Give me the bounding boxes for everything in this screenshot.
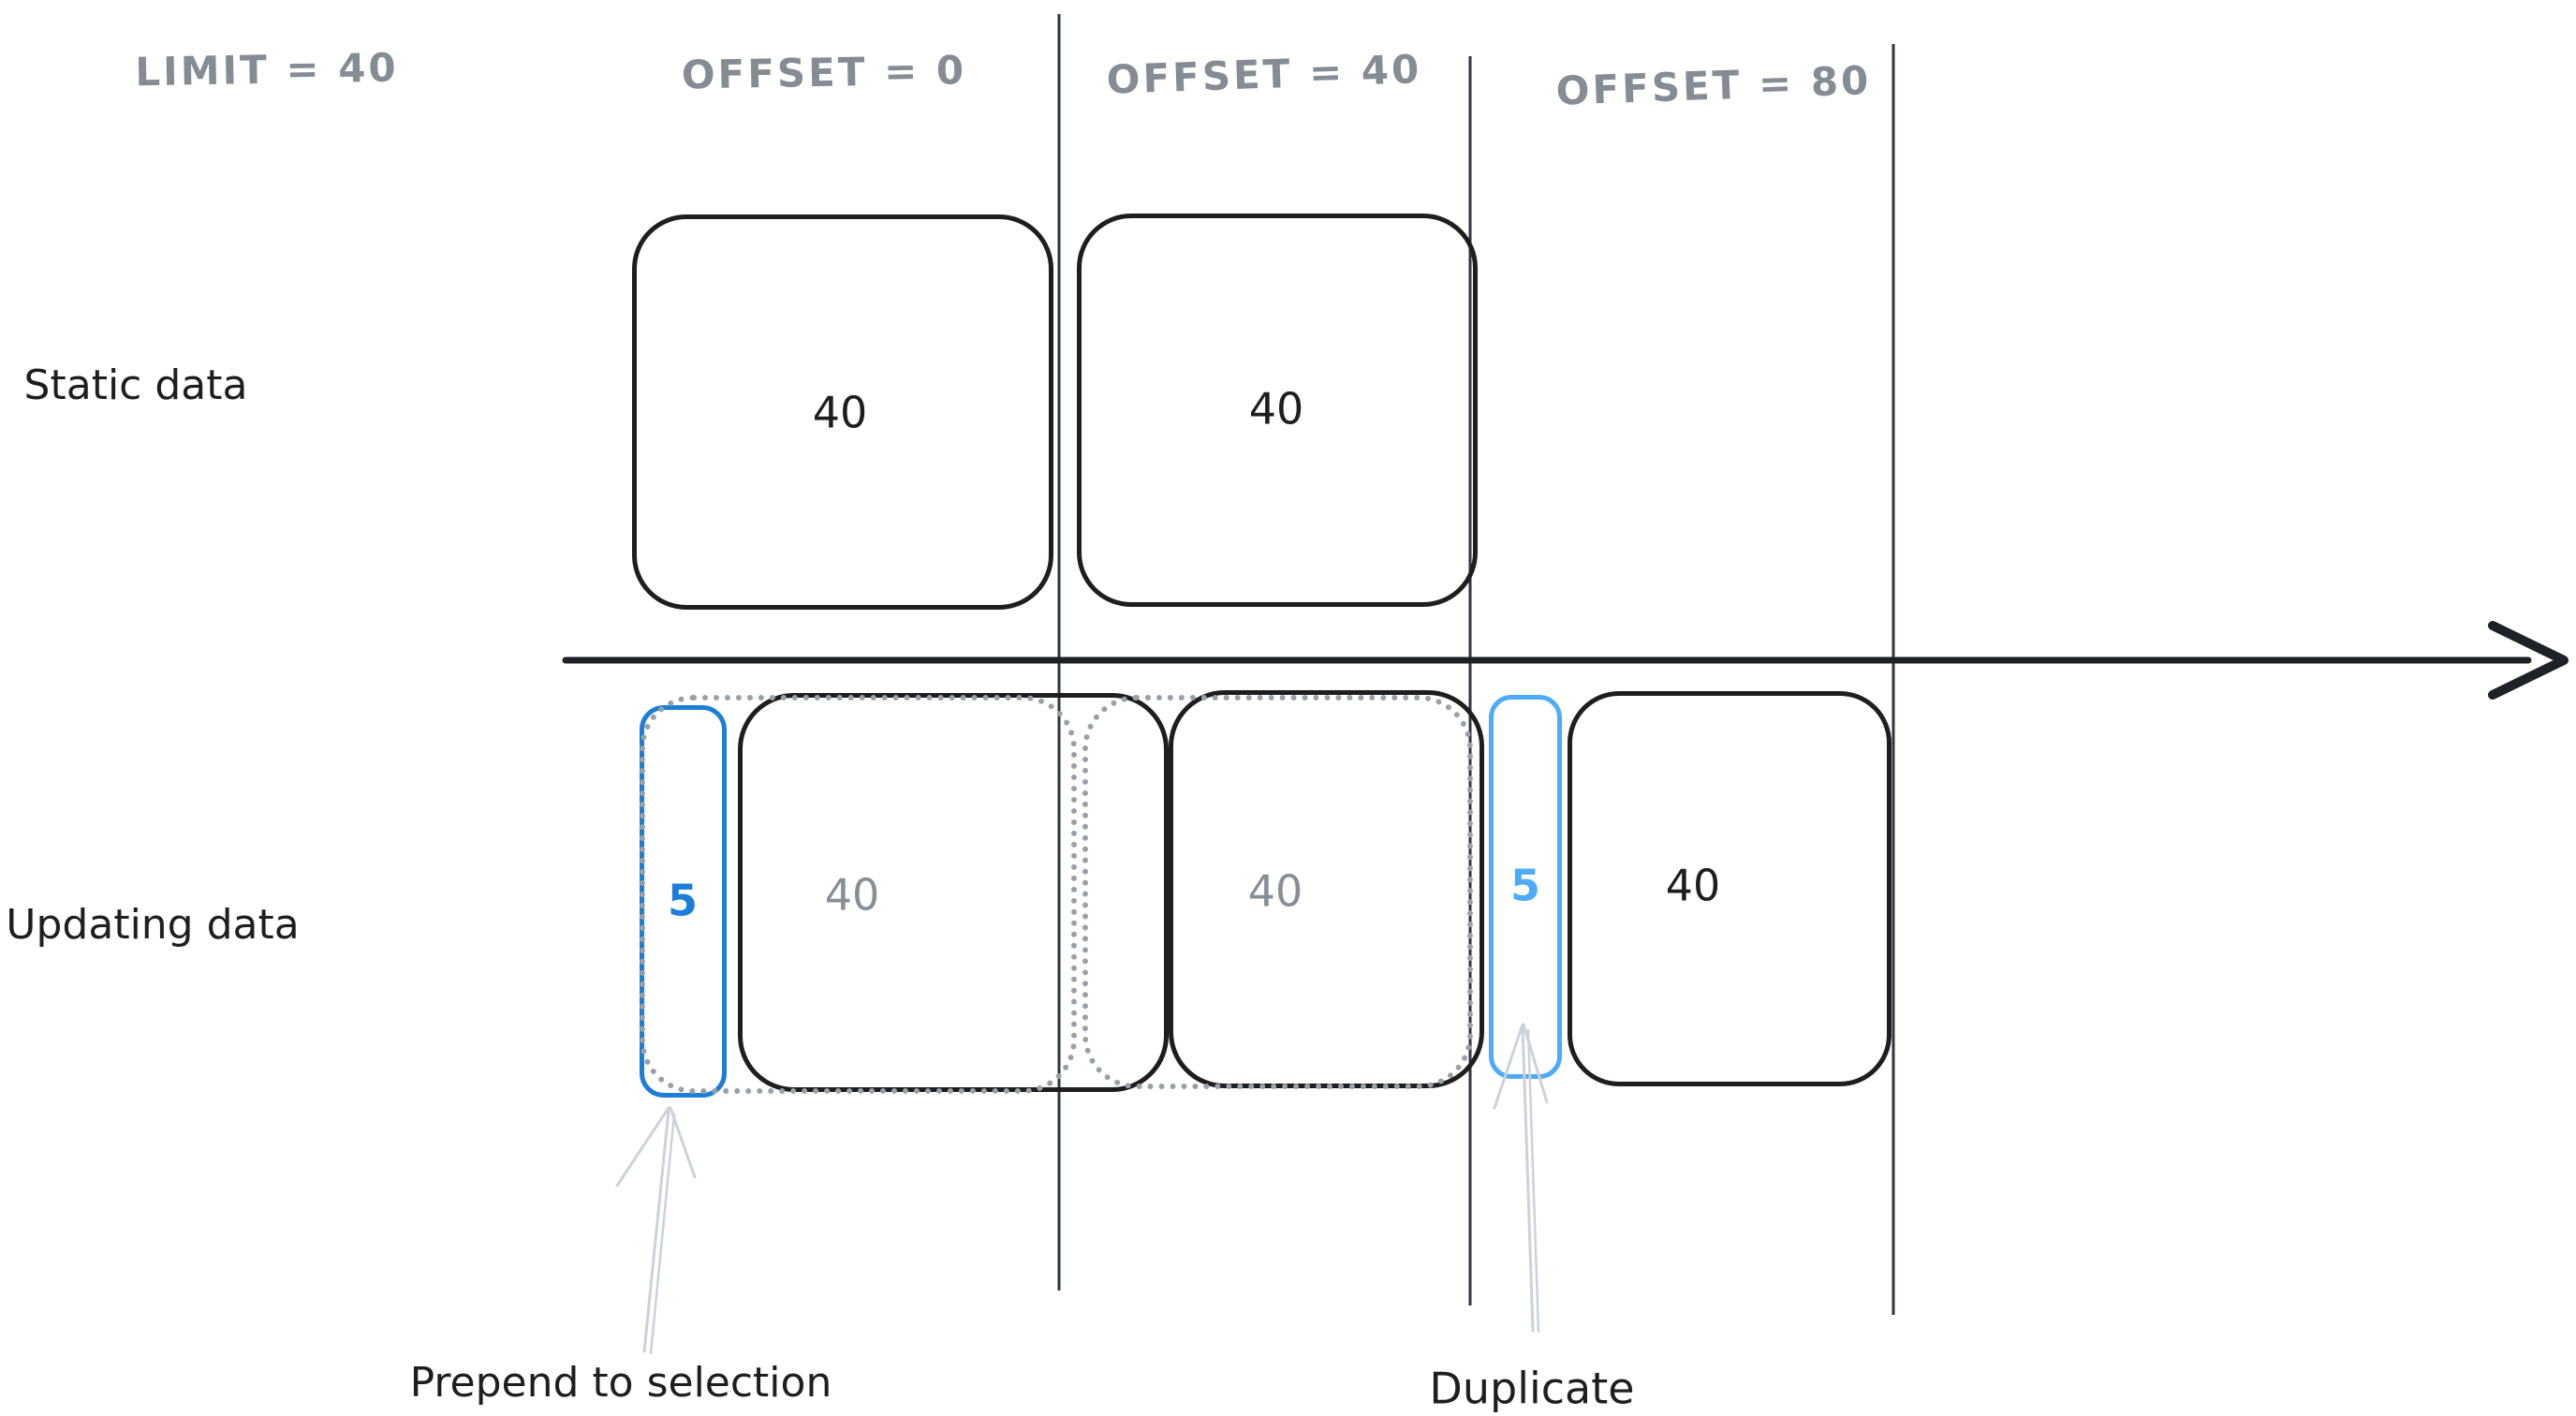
updating-page2-count: 40 <box>1247 865 1303 917</box>
static-page2-box <box>1077 214 1478 607</box>
static-page1-count: 40 <box>812 387 868 438</box>
static-page2-count: 40 <box>1248 383 1304 435</box>
annotation-duplicate: Duplicate <box>1429 1363 1635 1414</box>
updating-page1-count: 40 <box>824 869 880 921</box>
static-page1-box <box>632 214 1053 610</box>
prepended-count: 5 <box>667 875 699 926</box>
ghost-previous-page1-box <box>640 695 1077 1094</box>
updating-page3-count: 40 <box>1665 860 1721 911</box>
row-label-updating-data: Updating data <box>6 900 300 949</box>
updating-page3-box <box>1568 691 1892 1086</box>
row-label-static-data: Static data <box>23 361 248 409</box>
duplicate-arrow-icon <box>1493 1023 1549 1334</box>
timeline-arrowhead-icon <box>2488 621 2569 700</box>
annotation-prepend-to-selection: Prepend to selection <box>409 1358 832 1407</box>
prepend-arrow-icon <box>615 1106 697 1355</box>
duplicated-count: 5 <box>1509 860 1541 911</box>
ghost-previous-page2-box <box>1082 695 1473 1089</box>
